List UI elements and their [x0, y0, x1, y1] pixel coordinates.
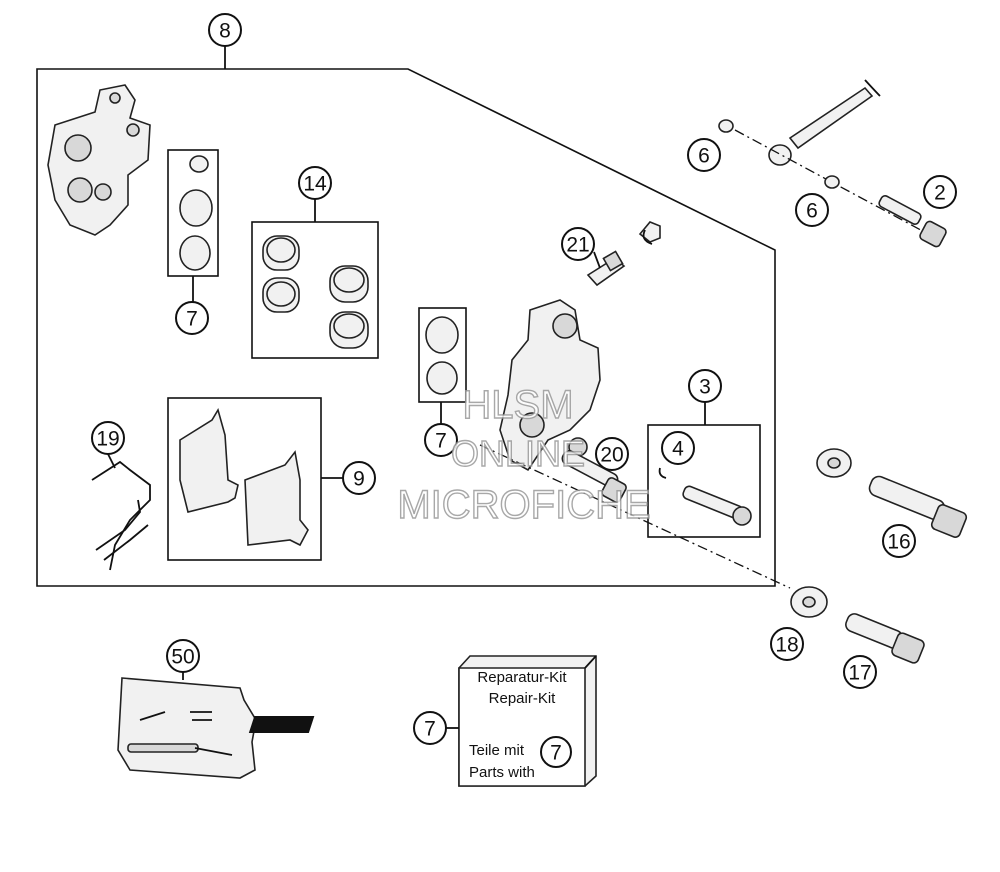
svg-text:3: 3 [699, 376, 711, 399]
callout-17: 17 [843, 655, 877, 689]
svg-text:18: 18 [775, 634, 798, 657]
piston-set [262, 235, 369, 349]
axis-line-lower [479, 444, 791, 589]
svg-text:16: 16 [887, 531, 910, 554]
callout-7-center: 7 [424, 423, 458, 457]
callout-7-kit-inner: 7 [540, 736, 572, 768]
seal-ring-3 [425, 316, 459, 354]
washer-hole-lower [802, 596, 816, 608]
svg-text:6: 6 [806, 200, 818, 223]
svg-text:7: 7 [435, 430, 447, 453]
svg-text:7: 7 [424, 718, 436, 741]
svg-text:20: 20 [600, 444, 623, 467]
svg-text:8: 8 [219, 20, 231, 43]
callout-9: 9 [342, 461, 376, 495]
grease-pack [117, 677, 257, 779]
ktm-logo [248, 716, 315, 733]
seal-ring-2 [179, 235, 211, 271]
svg-text:14: 14 [303, 173, 327, 196]
watermark-line1: HLSM [462, 383, 573, 427]
bleeder-valve [586, 221, 661, 287]
kit-line1: Reparatur-Kit [477, 669, 567, 686]
caliper-assembly-frame [36, 68, 776, 587]
callout-3: 3 [688, 369, 722, 403]
caliper-bracket-left [47, 84, 151, 236]
svg-text:9: 9 [353, 468, 365, 491]
leader-21 [593, 251, 601, 269]
callout-14: 14 [298, 166, 332, 200]
kit-line4: Parts with [469, 764, 535, 781]
svg-text:17: 17 [848, 662, 871, 685]
callout-6-upper: 6 [687, 138, 721, 172]
callout-6-lower: 6 [795, 193, 829, 227]
bolt-17 [845, 613, 925, 664]
bolt-16 [868, 475, 968, 538]
callout-7-left: 7 [175, 301, 209, 335]
svg-text:4: 4 [672, 438, 684, 461]
svg-text:7: 7 [550, 742, 562, 765]
ktm-logo-text: KTM [505, 716, 536, 732]
callout-19: 19 [91, 421, 125, 455]
brake-pads-box [167, 397, 322, 561]
guide-pin-20 [561, 450, 627, 503]
seal-ring-1 [179, 189, 213, 227]
seal-ring-4 [426, 361, 458, 395]
callout-18: 18 [770, 627, 804, 661]
leader-19 [107, 453, 116, 469]
svg-text:2: 2 [934, 182, 946, 205]
callout-7-kit-left: 7 [413, 711, 447, 745]
callout-4: 4 [661, 431, 695, 465]
banjo-bolt [878, 194, 947, 248]
callout-20: 20 [595, 437, 629, 471]
svg-text:7: 7 [186, 308, 198, 331]
seal-kit-box-2 [418, 307, 467, 403]
watermark-line2: ONLINE [451, 433, 585, 474]
banjo-fitting [768, 79, 881, 166]
kit-line2: Repair-Kit [489, 690, 557, 707]
washer-6b [824, 175, 840, 189]
washer-hole-upper [827, 457, 841, 469]
svg-text:21: 21 [566, 234, 589, 257]
watermark-line3: MICROFICHE [397, 483, 650, 527]
washer-6a [718, 119, 734, 133]
svg-text:19: 19 [96, 428, 119, 451]
callout-8: 8 [208, 13, 242, 47]
svg-text:6: 6 [698, 145, 710, 168]
callout-2: 2 [923, 175, 957, 209]
pad-spring [91, 460, 151, 571]
axis-line-upper [734, 129, 931, 236]
guide-pin-4 [658, 467, 752, 526]
pin-box [647, 424, 761, 538]
callout-21: 21 [561, 227, 595, 261]
callout-50: 50 [166, 639, 200, 673]
watermark: HLSM ONLINE MICROFICHE [397, 382, 652, 527]
svg-text:50: 50 [171, 646, 194, 669]
seal-small-ring [189, 155, 209, 173]
callout-16: 16 [882, 524, 916, 558]
kit-line3: Teile mit [469, 742, 525, 759]
brake-pads [179, 407, 309, 547]
